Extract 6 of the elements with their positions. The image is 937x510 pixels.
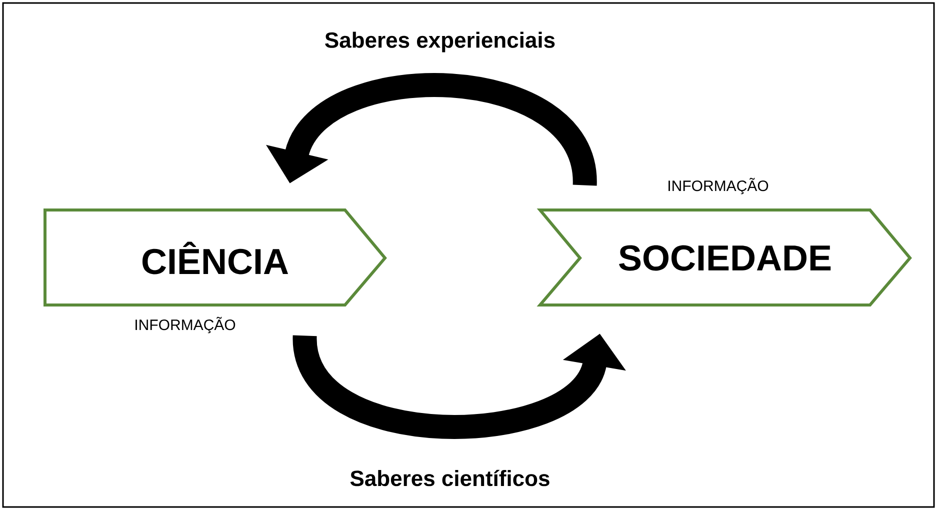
edge-label: Saberes científicos: [350, 470, 550, 486]
side-label: INFORMAÇÃO: [668, 178, 768, 194]
chevron-box: SOCIEDADE: [536, 208, 912, 306]
chevron-box: CIÊNCIA: [44, 208, 387, 306]
edge-label: Saberes experienciais: [325, 32, 555, 52]
side-label: INFORMAÇÃO: [136, 316, 236, 334]
